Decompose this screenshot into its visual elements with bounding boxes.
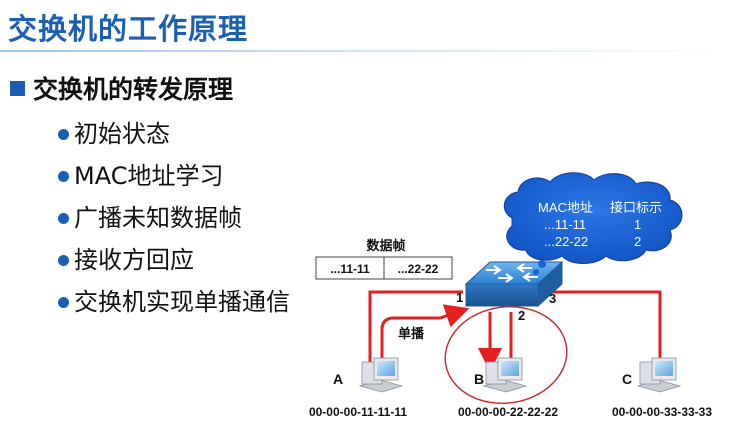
bullet-dot-icon [58, 170, 69, 182]
host-b-label: B [474, 371, 484, 387]
section-heading-text: 交换机的转发原理 [33, 75, 234, 104]
host-c-label: C [622, 371, 632, 387]
highlight-circle [444, 306, 568, 404]
bullet-dot-icon [58, 212, 69, 224]
host-a-mac: 00-00-00-11-11-11 [309, 405, 407, 419]
mac-table-row-mac: ...22-22 [544, 234, 588, 249]
frame-src: ...11-11 [330, 262, 370, 276]
frame-dst: ...22-22 [398, 262, 439, 276]
port-label-1: 1 [456, 290, 463, 305]
bullet-item: 初始状态 [58, 113, 290, 155]
mac-table-header-port: 接口标示 [610, 200, 662, 215]
section-heading: 交换机的转发原理 [10, 70, 233, 106]
mac-table-row-port: 2 [634, 234, 641, 249]
page-title: 交换机的工作原理 [8, 12, 249, 46]
unicast-label: 单播 [398, 326, 425, 341]
link-switch-to-c [552, 290, 662, 370]
host-c-mac: 00-00-00-33-33-33 [612, 405, 712, 419]
mac-table-header-mac: MAC地址 [538, 200, 593, 215]
host-a-label: A [333, 371, 343, 387]
unicast-arrow-a [380, 304, 470, 370]
mac-table-row-port: 1 [634, 217, 641, 232]
link-a-to-switch [368, 290, 463, 372]
switch-icon [464, 260, 564, 308]
bullet-item: 接收方回应 [58, 239, 290, 281]
bullet-dot-icon [58, 128, 69, 140]
host-b-mac: 00-00-00-22-22-22 [458, 405, 558, 419]
bullet-item: 广播未知数据帧 [58, 197, 290, 239]
mac-table-row-mac: ...11-11 [544, 217, 586, 232]
title-divider [0, 50, 729, 52]
computer-icon [358, 357, 404, 393]
bullet-dot-icon [58, 254, 69, 266]
bullet-item: 交换机实现单播通信 [58, 281, 290, 323]
bullet-item: MAC地址学习 [58, 155, 290, 197]
bullet-square-icon [10, 80, 25, 96]
bullet-list: 初始状态 MAC地址学习 广播未知数据帧 接收方回应 交换机实现单播通信 [58, 113, 290, 323]
bullet-dot-icon [58, 296, 69, 308]
port-label-3: 3 [549, 291, 556, 306]
frame-label: 数据帧 [366, 238, 405, 253]
computer-icon [482, 357, 528, 393]
cloud-icon [503, 172, 683, 275]
computer-icon [636, 357, 682, 393]
port-label-2: 2 [518, 308, 525, 323]
